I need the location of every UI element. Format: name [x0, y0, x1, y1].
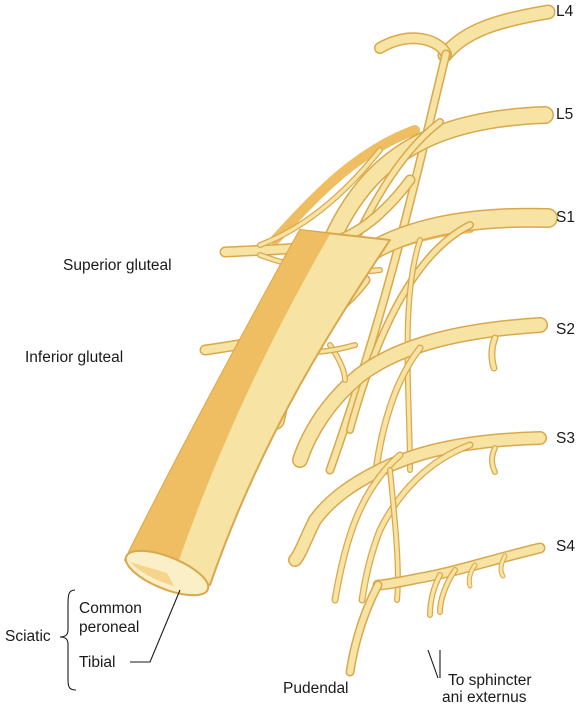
root-s4-nerve [345, 542, 546, 677]
root-label-s4: S4 [556, 538, 575, 555]
common-peroneal-label-line2: peroneal [79, 619, 140, 636]
tibial-label: Tibial [79, 654, 116, 671]
root-label-s3: S3 [556, 430, 575, 447]
root-label-s1: S1 [556, 209, 575, 226]
tibial-pointer [130, 589, 181, 663]
root-label-l4: L4 [556, 3, 574, 20]
sphincter-label-line1: To sphincter [448, 672, 532, 689]
sciatic-brace [59, 589, 77, 691]
root-label-l5: L5 [556, 106, 574, 123]
root-s2-nerve [292, 317, 548, 484]
sphincter-label-line2: ani externus [442, 689, 527, 706]
sciatic-label: Sciatic [5, 628, 51, 645]
pointer-lines [59, 589, 441, 691]
sphincter-pointer-left [427, 649, 439, 679]
root-label-s2: S2 [556, 321, 575, 338]
inferior-gluteal-label: Inferior gluteal [25, 349, 124, 366]
root-s3-nerve [288, 431, 547, 604]
common-peroneal-label-line1: Common [79, 600, 142, 617]
sciatic-nerve-trunk [124, 229, 391, 597]
superior-gluteal-label: Superior gluteal [63, 257, 172, 274]
pudendal-label: Pudendal [283, 680, 349, 697]
